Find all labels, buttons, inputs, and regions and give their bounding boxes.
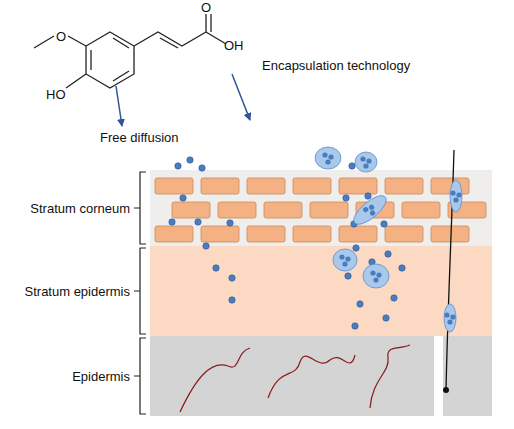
molecule-dot	[199, 165, 205, 171]
corneocyte	[293, 226, 331, 242]
molecule-dot	[229, 297, 235, 303]
molecule-dot	[195, 219, 201, 225]
molecule-dot	[227, 220, 233, 226]
molecule-dot	[391, 295, 397, 301]
vesicle-cargo	[447, 319, 452, 324]
corneocyte	[339, 178, 377, 194]
vesicle	[444, 304, 456, 332]
vesicle-cargo	[322, 152, 327, 157]
vesicle-shell	[350, 191, 391, 229]
corneocyte	[247, 178, 285, 194]
vesicle-cargo	[325, 159, 330, 164]
vesicle-cargo	[368, 204, 375, 211]
molecule-dot	[180, 195, 186, 201]
vesicle-cargo	[450, 314, 455, 319]
vesicle	[333, 249, 357, 271]
vesicle-shell	[363, 264, 389, 288]
corneocyte	[402, 202, 440, 218]
stratum-epidermis-layer	[150, 246, 492, 336]
vesicle-cargo	[444, 312, 449, 317]
vesicle-cargo	[370, 270, 375, 275]
corneocyte	[431, 226, 469, 242]
molecule-dot	[345, 273, 351, 279]
vesicle-cargo	[456, 192, 461, 197]
molecule-dot	[349, 163, 355, 169]
stratum-corneum-layer	[150, 170, 492, 246]
vesicle-cargo	[366, 158, 371, 163]
molecule-dot	[229, 275, 235, 281]
vesicle-cargo	[342, 261, 347, 266]
vesicle-cargo	[450, 190, 455, 195]
molecule-dot	[357, 301, 363, 307]
corneocyte	[385, 178, 423, 194]
vesicle-shell	[444, 304, 456, 332]
vesicle-cargo	[453, 197, 458, 202]
molecule-dot	[352, 323, 358, 329]
molecule-dot	[353, 245, 359, 251]
molecule-dot	[399, 265, 405, 271]
corneocyte	[201, 178, 239, 194]
molecule-dot	[175, 163, 181, 169]
vesicle-shell	[333, 249, 357, 271]
vesicle-shell	[315, 147, 341, 169]
vesicle-cargo	[363, 163, 368, 168]
corneocyte	[218, 202, 256, 218]
molecule-dot	[381, 221, 387, 227]
layer-label: Stratum corneum	[30, 201, 130, 216]
diffusion-arrow	[116, 86, 122, 126]
corneocyte-bricks	[155, 178, 486, 242]
vesicle-cargo	[369, 209, 376, 216]
corneocyte	[264, 202, 302, 218]
hair-gap	[434, 336, 443, 416]
arrow-label: Free diffusion	[100, 130, 179, 145]
corneocyte	[201, 226, 239, 242]
vesicle	[355, 152, 377, 172]
molecule-dot	[203, 243, 209, 249]
corneocyte	[172, 202, 210, 218]
vesicle-shell	[450, 180, 462, 212]
corneocyte	[247, 226, 285, 242]
vesicle-cargo	[360, 156, 365, 161]
corneocyte	[339, 226, 377, 242]
atom-label: OH	[224, 38, 244, 53]
corneocyte	[293, 178, 331, 194]
ferulic-acid-structure	[34, 14, 226, 88]
vesicle-cargo	[373, 277, 378, 282]
vesicle-cargo	[376, 272, 381, 277]
vesicle-cargo	[345, 256, 350, 261]
atom-label: HO	[46, 87, 66, 102]
corneocyte	[385, 226, 423, 242]
vesicle-cargo	[339, 254, 344, 259]
epidermis-layer	[150, 336, 492, 416]
molecule-dot	[385, 251, 391, 257]
molecule-dot	[383, 315, 389, 321]
hair-root	[443, 387, 449, 393]
layer-brackets	[134, 172, 146, 414]
encapsulation-arrow	[232, 74, 250, 120]
atom-label: O	[201, 0, 211, 15]
molecule-dot	[187, 157, 193, 163]
ferulic-acid-molecules	[169, 147, 462, 332]
molecule-dot	[343, 195, 349, 201]
molecule-dot	[365, 193, 371, 199]
vesicle	[350, 191, 391, 229]
capillaries	[180, 345, 410, 412]
vesicle	[450, 180, 462, 212]
layer-label: Epidermis	[72, 369, 130, 384]
molecule-dot	[169, 219, 175, 225]
vesicle-cargo	[328, 154, 333, 159]
vesicle-cargo	[362, 206, 369, 213]
atom-label: O	[56, 29, 66, 44]
corneocyte	[310, 202, 348, 218]
vesicle	[315, 147, 341, 169]
layer-label: Stratum epidermis	[25, 284, 130, 299]
vesicle-shell	[355, 152, 377, 172]
corneocyte	[155, 178, 193, 194]
vesicle	[363, 264, 389, 288]
arrow-label: Encapsulation technology	[262, 58, 410, 73]
corneocyte	[155, 226, 193, 242]
molecule-dot	[213, 265, 219, 271]
